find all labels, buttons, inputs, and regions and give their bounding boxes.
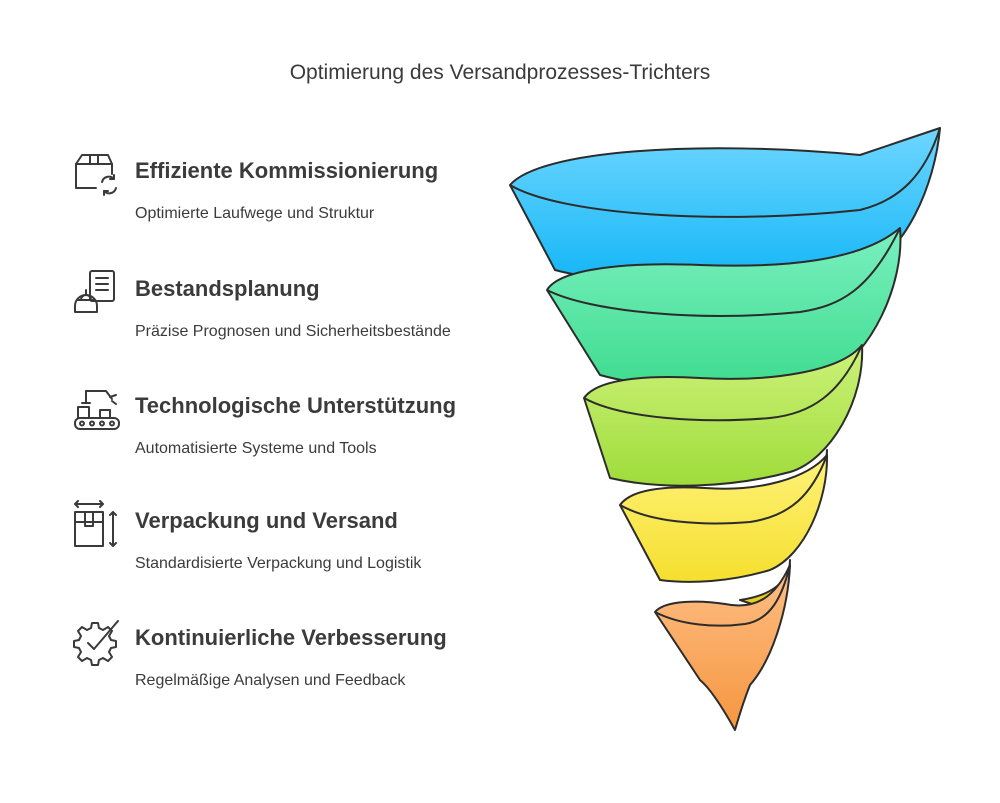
step-description: Optimierte Laufwege und Struktur [135,205,375,222]
step-title: Technologische Unterstützung [135,393,457,418]
step-picking: Effiziente Kommissionierung Optimierte L… [72,150,542,260]
step-technology: Technologische Unterstützung Automatisie… [72,385,542,495]
step-description: Standardisierte Verpackung und Logistik [135,555,422,572]
package-dimensions-icon [72,500,122,550]
funnel-rim [509,127,941,218]
step-description: Regelmäßige Analysen und Feedback [135,672,406,689]
step-description: Automatisierte Systeme und Tools [135,440,377,457]
step-description: Präzise Prognosen und Sicherheitsbeständ… [135,323,451,340]
step-title: Effiziente Kommissionierung [135,158,439,183]
funnel-rim [619,454,828,525]
step-improvement: Kontinuierliche Verbesserung Regelmäßige… [72,617,542,727]
step-packaging: Verpackung und Versand Standardisierte V… [72,500,542,610]
page-title: Optimierung des Versandprozesses-Trichte… [289,61,711,84]
funnel-rim [583,344,863,422]
gear-check-icon [72,617,122,667]
step-title: Verpackung und Versand [135,508,398,533]
robot-arm-conveyor-icon [72,385,122,435]
box-recycle-icon [72,150,122,200]
funnel-rim [654,564,791,627]
worker-checklist-icon [72,268,122,318]
step-title: Kontinuierliche Verbesserung [135,625,447,650]
funnel-band-orange [654,564,791,731]
funnel-rim [546,227,901,317]
step-title: Bestandsplanung [135,276,320,301]
step-inventory: Bestandsplanung Präzise Prognosen und Si… [72,268,542,378]
